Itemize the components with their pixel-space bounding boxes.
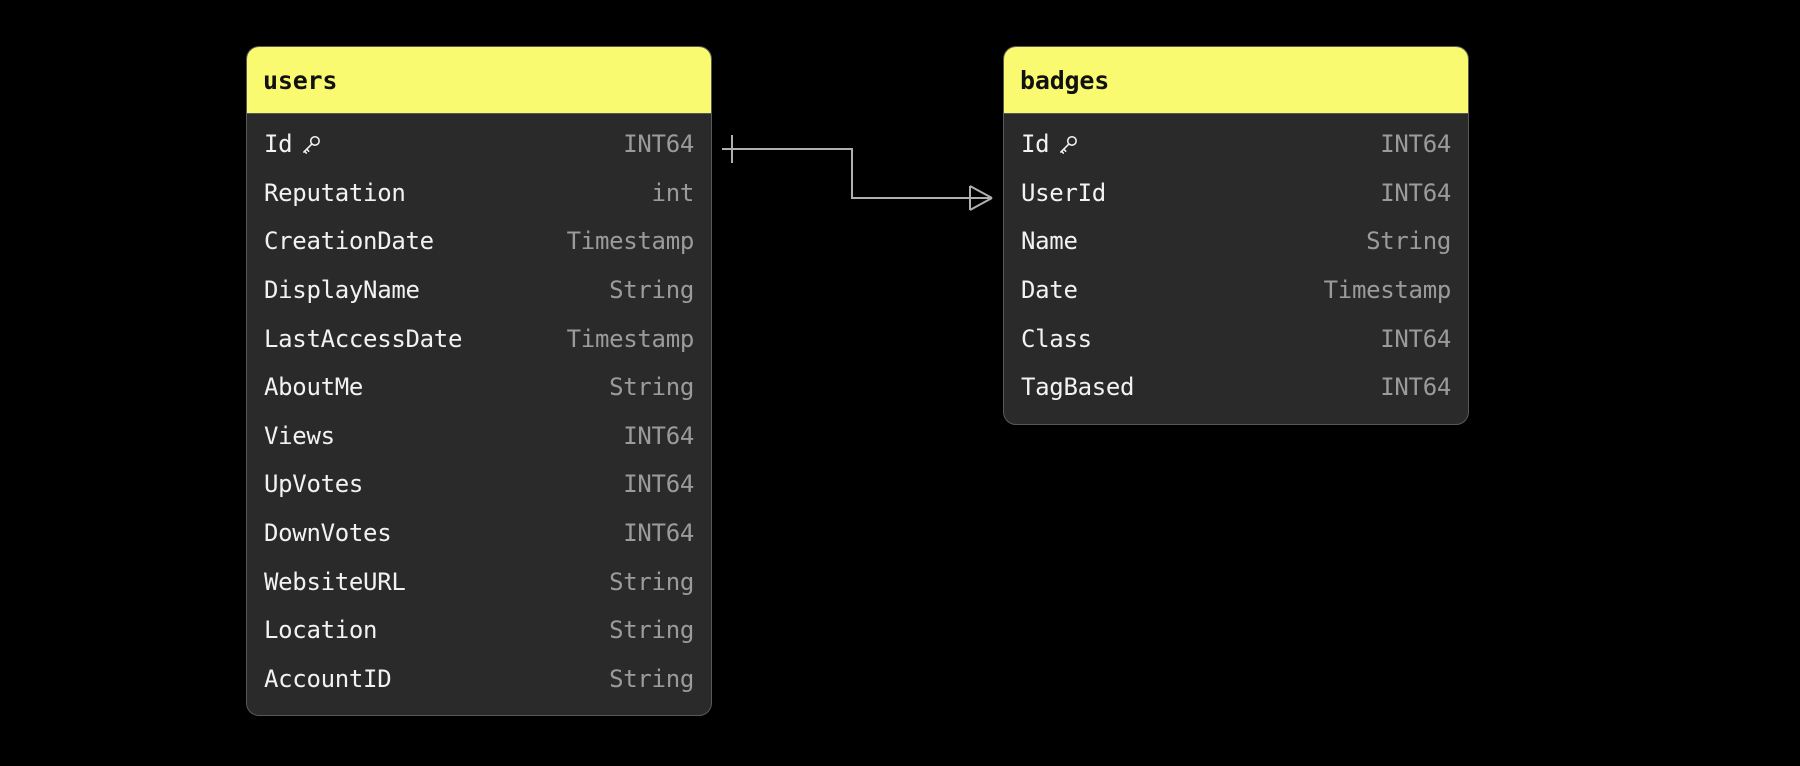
field-name-group: Location (264, 616, 378, 645)
field-name-group: Id (264, 132, 322, 156)
field-type: String (609, 373, 694, 402)
field-name-group: UserId (1021, 181, 1106, 205)
entity-title-badges: badges (1020, 65, 1110, 95)
field-row[interactable]: Location String (247, 606, 711, 655)
field-name: CreationDate (264, 227, 434, 256)
field-name: Reputation (264, 178, 406, 207)
cardinality-many-crowsfoot (969, 185, 993, 211)
entity-header-badges[interactable]: badges (1004, 47, 1468, 114)
field-type: String (609, 276, 694, 305)
field-row[interactable]: Reputation int (247, 169, 711, 218)
relationship-line (722, 148, 992, 199)
key-icon (300, 134, 322, 156)
field-name-group: Id (1021, 132, 1079, 156)
field-type: String (609, 616, 694, 645)
field-name-group: Reputation (264, 181, 406, 205)
field-name: Location (264, 616, 378, 645)
field-row[interactable]: Date Timestamp (1004, 266, 1468, 315)
field-row[interactable]: DisplayName String (247, 266, 711, 315)
field-type: INT64 (623, 519, 694, 548)
field-row[interactable]: UpVotes INT64 (247, 460, 711, 509)
field-name-group: Views (264, 424, 335, 448)
field-name: Views (264, 421, 335, 450)
field-name-group: Class (1021, 327, 1092, 351)
relationship-users-badges[interactable] (722, 135, 993, 211)
field-row[interactable]: Class INT64 (1004, 314, 1468, 363)
field-name-group: Name (1021, 229, 1078, 253)
key-icon (1057, 134, 1079, 156)
field-type: Timestamp (1323, 276, 1452, 305)
field-name: Date (1021, 276, 1078, 305)
field-row[interactable]: TagBased INT64 (1004, 363, 1468, 412)
field-name: LastAccessDate (264, 324, 463, 353)
field-name: UserId (1021, 178, 1106, 207)
field-row[interactable]: AccountID String (247, 655, 711, 704)
field-name-group: DownVotes (264, 519, 392, 548)
field-row[interactable]: UserId INT64 (1004, 169, 1468, 218)
field-row[interactable]: LastAccessDate Timestamp (247, 314, 711, 363)
field-name: AccountID (264, 664, 392, 693)
field-type: INT64 (1380, 373, 1451, 402)
field-type: Timestamp (566, 227, 695, 256)
field-name-group: UpVotes (264, 472, 363, 496)
field-name: WebsiteURL (264, 567, 406, 596)
field-type: INT64 (623, 130, 694, 159)
field-name-group: LastAccessDate (264, 327, 462, 351)
field-type: Timestamp (566, 324, 695, 353)
field-type: String (1366, 227, 1451, 256)
field-row[interactable]: AboutMe String (247, 363, 711, 412)
field-name: DownVotes (264, 519, 392, 548)
field-type: INT64 (623, 470, 694, 499)
field-type: String (609, 567, 694, 596)
field-name: Id (1021, 130, 1050, 159)
field-type: int (651, 178, 695, 207)
field-name-group: Date (1021, 278, 1078, 302)
field-type: INT64 (1380, 178, 1451, 207)
field-row[interactable]: Views INT64 (247, 412, 711, 461)
field-name: Id (264, 130, 293, 159)
field-name: TagBased (1021, 373, 1135, 402)
field-name: Class (1021, 324, 1092, 353)
field-name-group: TagBased (1021, 373, 1135, 402)
field-type: INT64 (1380, 324, 1451, 353)
field-row[interactable]: Id INT64 (247, 120, 711, 169)
field-row[interactable]: DownVotes INT64 (247, 509, 711, 558)
field-name-group: CreationDate (264, 229, 434, 253)
field-row[interactable]: Id INT64 (1004, 120, 1468, 169)
field-type: INT64 (623, 421, 694, 450)
field-name: DisplayName (264, 276, 420, 305)
field-name: AboutMe (264, 373, 364, 402)
field-name-group: DisplayName (264, 278, 420, 302)
field-row[interactable]: Name String (1004, 217, 1468, 266)
field-name: Name (1021, 227, 1078, 256)
entity-title-users: users (263, 65, 338, 95)
field-name-group: AccountID (264, 664, 392, 693)
field-row[interactable]: WebsiteURL String (247, 557, 711, 606)
field-name: UpVotes (264, 470, 364, 499)
field-name-group: AboutMe (264, 375, 363, 399)
field-name-group: WebsiteURL (264, 570, 406, 594)
field-type: String (609, 664, 694, 693)
entity-header-users[interactable]: users (247, 47, 711, 114)
field-row[interactable]: CreationDate Timestamp (247, 217, 711, 266)
field-type: INT64 (1380, 130, 1451, 159)
